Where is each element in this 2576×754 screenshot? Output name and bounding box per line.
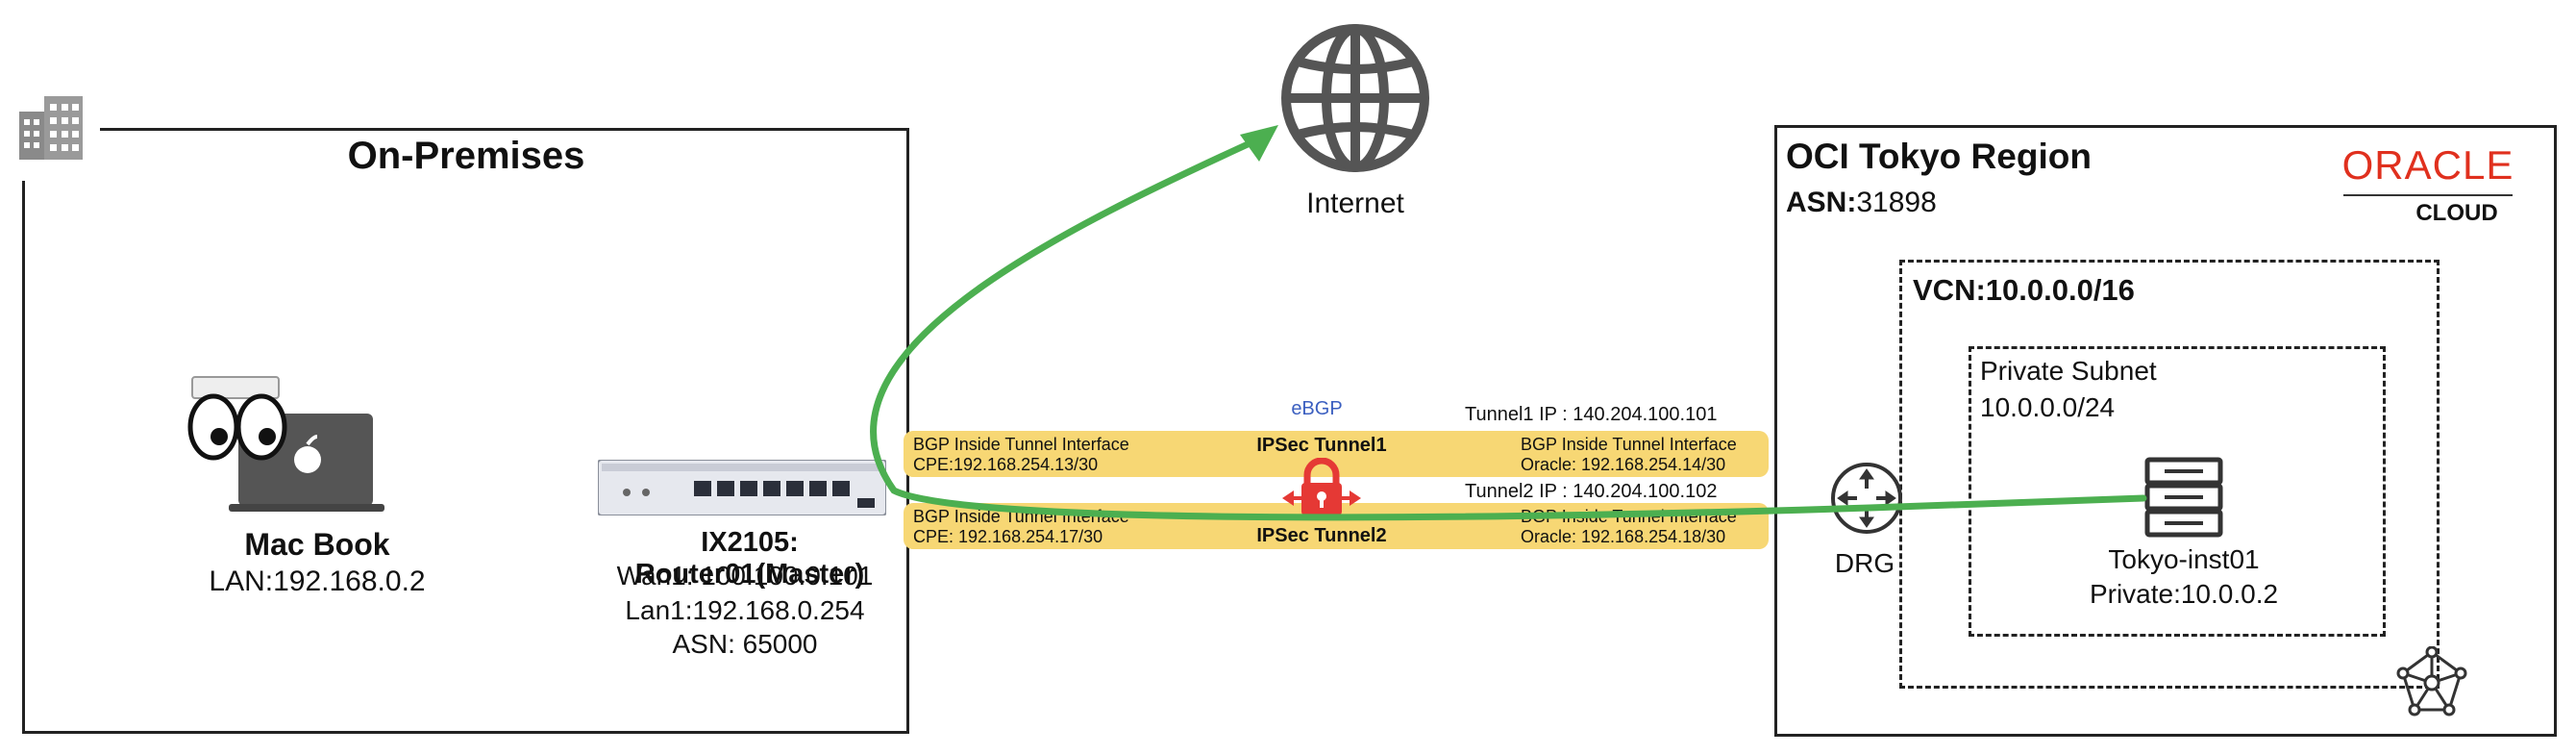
oci-region-title-text: OCI Tokyo Region [1786,137,2092,176]
tunnel2-cpe-title: BGP Inside Tunnel Interface [913,507,1129,526]
instance-name: Tokyo-inst01 [2108,544,2260,574]
tunnel2-name: IPSec Tunnel2 [1256,525,1387,546]
tunnel1-oracle-title: BGP Inside Tunnel Interface [1521,435,1737,454]
tunnel1-name: IPSec Tunnel1 [1256,435,1387,456]
building-icon [19,90,83,160]
tunnel2-cpe: CPE: 192.168.254.17/30 [913,527,1103,546]
oci-asn-value: 31898 [1856,187,1937,218]
oci-asn: ASN:31898 [1786,187,1937,219]
tunnel2-oracle: Oracle: 192.168.254.18/30 [1521,527,1726,546]
tunnel1-oracle: Oracle: 192.168.254.14/30 [1521,455,1726,474]
subnet-title: Private Subnet [1980,356,2157,386]
on-premises-box-top-border [100,128,909,131]
network-mesh-icon [2395,646,2468,719]
tunnel1-ip: Tunnel1 IP : 140.204.100.101 [1465,404,1718,425]
oci-asn-label: ASN: [1786,187,1857,218]
router-asn: ASN: 65000 [672,629,818,659]
internet-label: Internet [1306,188,1404,219]
macbook-name: Mac Book [244,527,390,562]
oracle-logo-text: ORACLE [2341,142,2514,188]
on-premises-box-left-border [22,181,25,734]
tunnel2-oracle-title: BGP Inside Tunnel Interface [1521,507,1737,526]
ebgp-label: eBGP [1291,398,1343,419]
router-device-icon [598,460,886,515]
router-lan: Lan1:192.168.0.254 [625,595,865,625]
vcn-title: VCN:10.0.0.0/16 [1913,273,2135,307]
oracle-logo-divider [2343,194,2513,196]
globe-icon [1278,21,1432,175]
green-route-arrowhead [1240,125,1278,162]
server-icon [2143,456,2224,539]
oracle-logo-cloud: CLOUD [2415,200,2498,226]
subnet-cidr: 10.0.0.0/24 [1980,392,2116,422]
tunnel2-ip: Tunnel2 IP : 140.204.100.102 [1465,481,1718,502]
oci-region-title: OCI Tokyo Region [1786,137,2092,177]
drg-router-icon [1828,460,1905,537]
tunnel1-cpe-title: BGP Inside Tunnel Interface [913,435,1129,454]
oracle-logo: ORACLE CLOUD [2313,142,2543,227]
on-premises-title: On-Premises [347,135,585,177]
drg-label: DRG [1834,548,1895,578]
router-name: IX2105: Router01(Master) [634,527,865,590]
instance-ip: Private:10.0.0.2 [2089,579,2279,609]
tunnel1-cpe: CPE:192.168.254.13/30 [913,455,1099,474]
macbook-lan: LAN:192.168.0.2 [209,566,426,597]
router-wan: Wan1: 100.100.0.101 [616,561,874,591]
macbook-icon [181,369,392,514]
lock-icon [1278,458,1365,519]
